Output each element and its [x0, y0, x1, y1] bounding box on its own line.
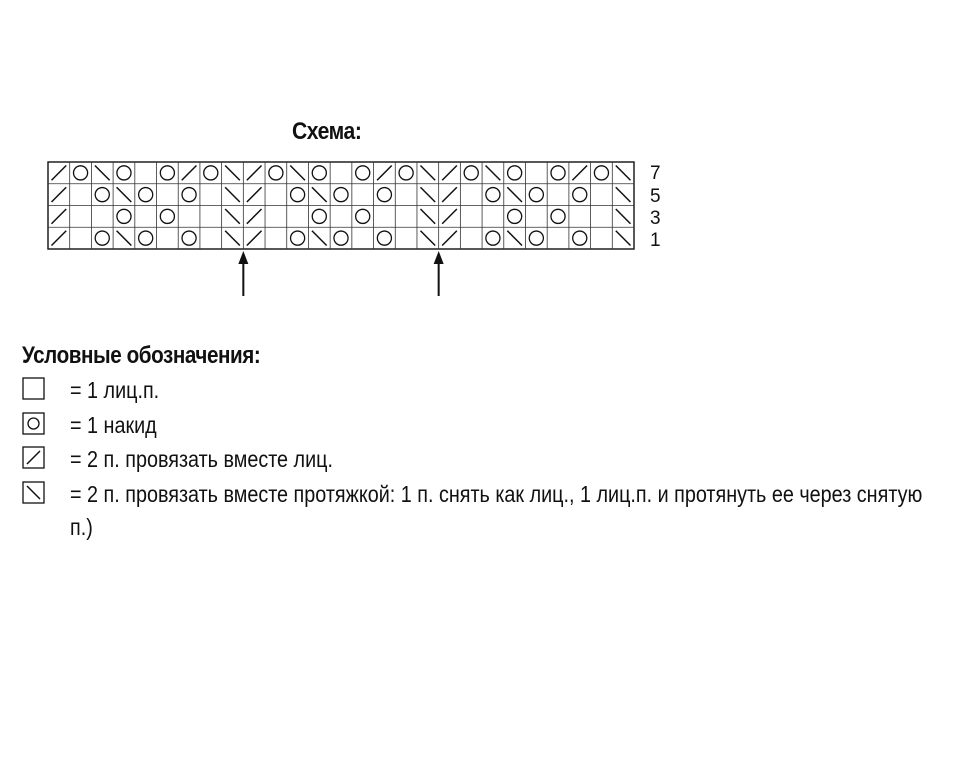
chart-cell-yarn-over: [137, 230, 154, 246]
row-number-1: 1: [650, 230, 661, 251]
chart-cell-yarn-over: [485, 186, 501, 203]
chart-cell-k2tog: [50, 230, 67, 247]
chart-cell-yarn-over: [485, 230, 501, 246]
chart-cell-yarn-over: [550, 208, 566, 225]
chart-cell-yarn-over: [333, 230, 349, 246]
chart-cell-ssk: [615, 208, 632, 225]
chart-cell-k2tog: [50, 208, 67, 225]
chart-cell-ssk: [419, 208, 436, 225]
chart-cell-ssk: [224, 230, 241, 247]
chart-cell-yarn-over: [550, 165, 566, 181]
chart-cell-yarn-over: [116, 208, 132, 225]
chart-cell-ssk: [116, 186, 132, 203]
knit-symbol-icon: [22, 377, 45, 400]
chart-cell-yarn-over: [463, 165, 479, 181]
chart-cell-k2tog: [50, 164, 67, 181]
chart-cell-yarn-over: [94, 186, 110, 203]
chart-cell-yarn-over: [116, 165, 132, 181]
chart-cell-yarn-over: [72, 165, 89, 181]
chart-cell-yarn-over: [572, 186, 588, 203]
chart-cell-ssk: [615, 164, 632, 181]
chart-cell-yarn-over: [203, 165, 219, 181]
chart-cell-ssk: [506, 230, 523, 247]
chart-cell-k2tog: [50, 186, 67, 203]
row-number-5: 5: [650, 186, 661, 207]
chart-cell-yarn-over: [159, 165, 176, 181]
legend-text-knit: = 1 лиц.п.: [70, 377, 160, 403]
chart-cell-yarn-over: [506, 165, 523, 181]
chart-cell-k2tog: [246, 208, 263, 225]
chart-cell-k2tog: [246, 230, 263, 247]
chart-cell-ssk: [224, 208, 241, 225]
chart-title: Схема:: [292, 118, 362, 145]
chart-cell-yarn-over: [528, 230, 545, 246]
chart-cell-ssk: [289, 164, 306, 181]
k2tog-symbol-icon: [22, 446, 45, 469]
legend-text-yarn-over: = 1 накид: [70, 412, 157, 438]
chart-cell-yarn-over: [137, 186, 154, 203]
legend-text-ssk: = 2 п. провязать вместе протяжкой: 1 п. …: [70, 481, 923, 540]
chart-cell-ssk: [311, 230, 328, 247]
chart-cell-yarn-over: [572, 230, 588, 246]
row-number-3: 3: [650, 208, 661, 229]
chart-cell-yarn-over: [506, 208, 523, 225]
chart-cell-ssk: [506, 186, 523, 203]
chart-cell-k2tog: [441, 208, 458, 225]
chart-cell-k2tog: [181, 164, 197, 181]
chart-cell-yarn-over: [398, 165, 414, 181]
chart-cell-ssk: [419, 230, 436, 247]
chart-cell-ssk: [615, 230, 632, 247]
legend-heading: Условные обозначения:: [22, 342, 261, 369]
chart-cell-yarn-over: [376, 186, 393, 203]
chart-cell-yarn-over: [593, 165, 610, 181]
chart-cell-yarn-over: [528, 186, 545, 203]
chart-cell-yarn-over: [289, 186, 306, 203]
chart-cell-yarn-over: [355, 208, 371, 225]
chart-cell-ssk: [94, 164, 111, 181]
chart-cell-ssk: [311, 186, 328, 203]
chart-cell-ssk: [419, 164, 436, 181]
legend-text-k2tog: = 2 п. провязать вместе лиц.: [70, 446, 333, 472]
chart-symbols: [50, 164, 632, 247]
chart-cell-yarn-over: [181, 230, 197, 246]
row-number-7: 7: [650, 163, 661, 184]
chart-cell-ssk: [615, 186, 632, 203]
chart-cell-yarn-over: [289, 230, 306, 246]
yarn-over-symbol-icon: [22, 412, 45, 435]
chart-cell-ssk: [224, 186, 241, 203]
chart-arrows: [238, 251, 444, 296]
chart-cell-yarn-over: [268, 165, 284, 181]
chart-cell-k2tog: [246, 164, 263, 181]
arrow-up-icon: [433, 251, 444, 296]
ssk-symbol-icon: [22, 481, 45, 504]
chart-cell-k2tog: [441, 186, 458, 203]
chart-cell-ssk: [116, 230, 132, 247]
chart-cell-yarn-over: [311, 208, 327, 225]
chart-cell-k2tog: [571, 164, 588, 181]
arrow-up-icon: [238, 251, 249, 296]
chart-cell-yarn-over: [94, 230, 110, 246]
chart-cell-yarn-over: [333, 186, 349, 203]
chart-cell-k2tog: [441, 230, 458, 247]
chart-grid: [47, 161, 635, 250]
chart-cell-ssk: [485, 164, 501, 181]
chart-cell-yarn-over: [376, 230, 393, 246]
chart-cell-ssk: [419, 186, 436, 203]
chart-cell-yarn-over: [159, 208, 176, 225]
chart-cell-k2tog: [246, 186, 263, 203]
knitting-chart: [47, 161, 635, 296]
chart-cell-ssk: [224, 164, 241, 181]
chart-cell-yarn-over: [355, 165, 371, 181]
chart-cell-k2tog: [376, 164, 393, 181]
chart-cell-k2tog: [441, 164, 458, 181]
chart-cell-yarn-over: [311, 165, 327, 181]
chart-cell-yarn-over: [181, 186, 197, 203]
